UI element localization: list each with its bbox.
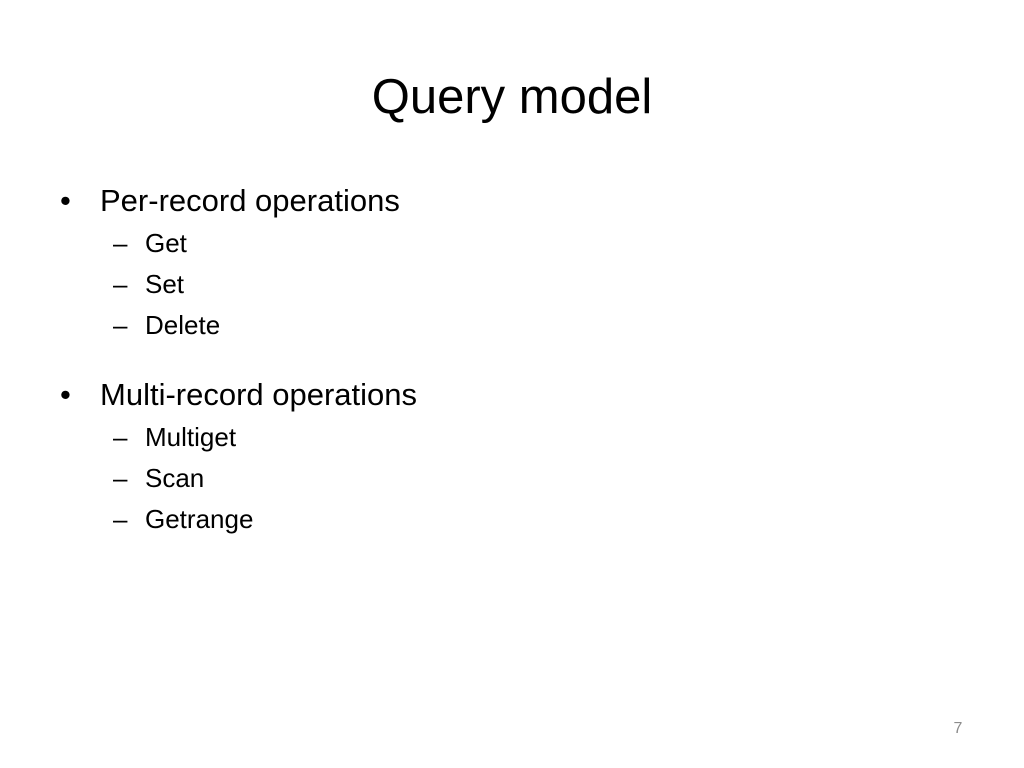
- page-number: 7: [953, 720, 963, 737]
- bullet-text: Per-record operations: [100, 183, 400, 218]
- bullet-marker: •: [60, 183, 71, 218]
- slide-body: • Per-record operations – Get – Set – De…: [58, 178, 958, 566]
- sub-bullet-text: Get: [145, 228, 187, 258]
- bullet-item: • Per-record operations: [58, 178, 958, 223]
- sub-bullet-item: – Multiget: [58, 417, 958, 458]
- sub-bullet-item: – Scan: [58, 458, 958, 499]
- bullet-group-per-record: • Per-record operations – Get – Set – De…: [58, 178, 958, 346]
- sub-bullet-text: Set: [145, 269, 185, 299]
- slide-title: Query model: [371, 70, 653, 124]
- sub-bullet-item: – Get: [58, 223, 958, 264]
- sub-bullet-marker: –: [113, 463, 128, 493]
- sub-bullet-text: Getrange: [145, 504, 254, 534]
- sub-bullet-text: Multiget: [145, 422, 237, 452]
- bullet-group-multi-record: • Multi-record operations – Multiget – S…: [58, 372, 958, 540]
- sub-bullet-marker: –: [113, 269, 128, 299]
- bullet-item: • Multi-record operations: [58, 372, 958, 417]
- sub-bullet-text: Delete: [145, 310, 221, 340]
- sub-bullet-marker: –: [113, 504, 128, 534]
- bullet-text: Multi-record operations: [100, 377, 418, 412]
- sub-bullet-item: – Getrange: [58, 499, 958, 540]
- sub-bullet-text: Scan: [145, 463, 205, 493]
- sub-bullet-marker: –: [113, 310, 128, 340]
- sub-bullet-marker: –: [113, 422, 128, 452]
- bullet-marker: •: [60, 377, 71, 412]
- sub-bullet-item: – Delete: [58, 305, 958, 346]
- sub-bullet-marker: –: [113, 228, 128, 258]
- sub-bullet-item: – Set: [58, 264, 958, 305]
